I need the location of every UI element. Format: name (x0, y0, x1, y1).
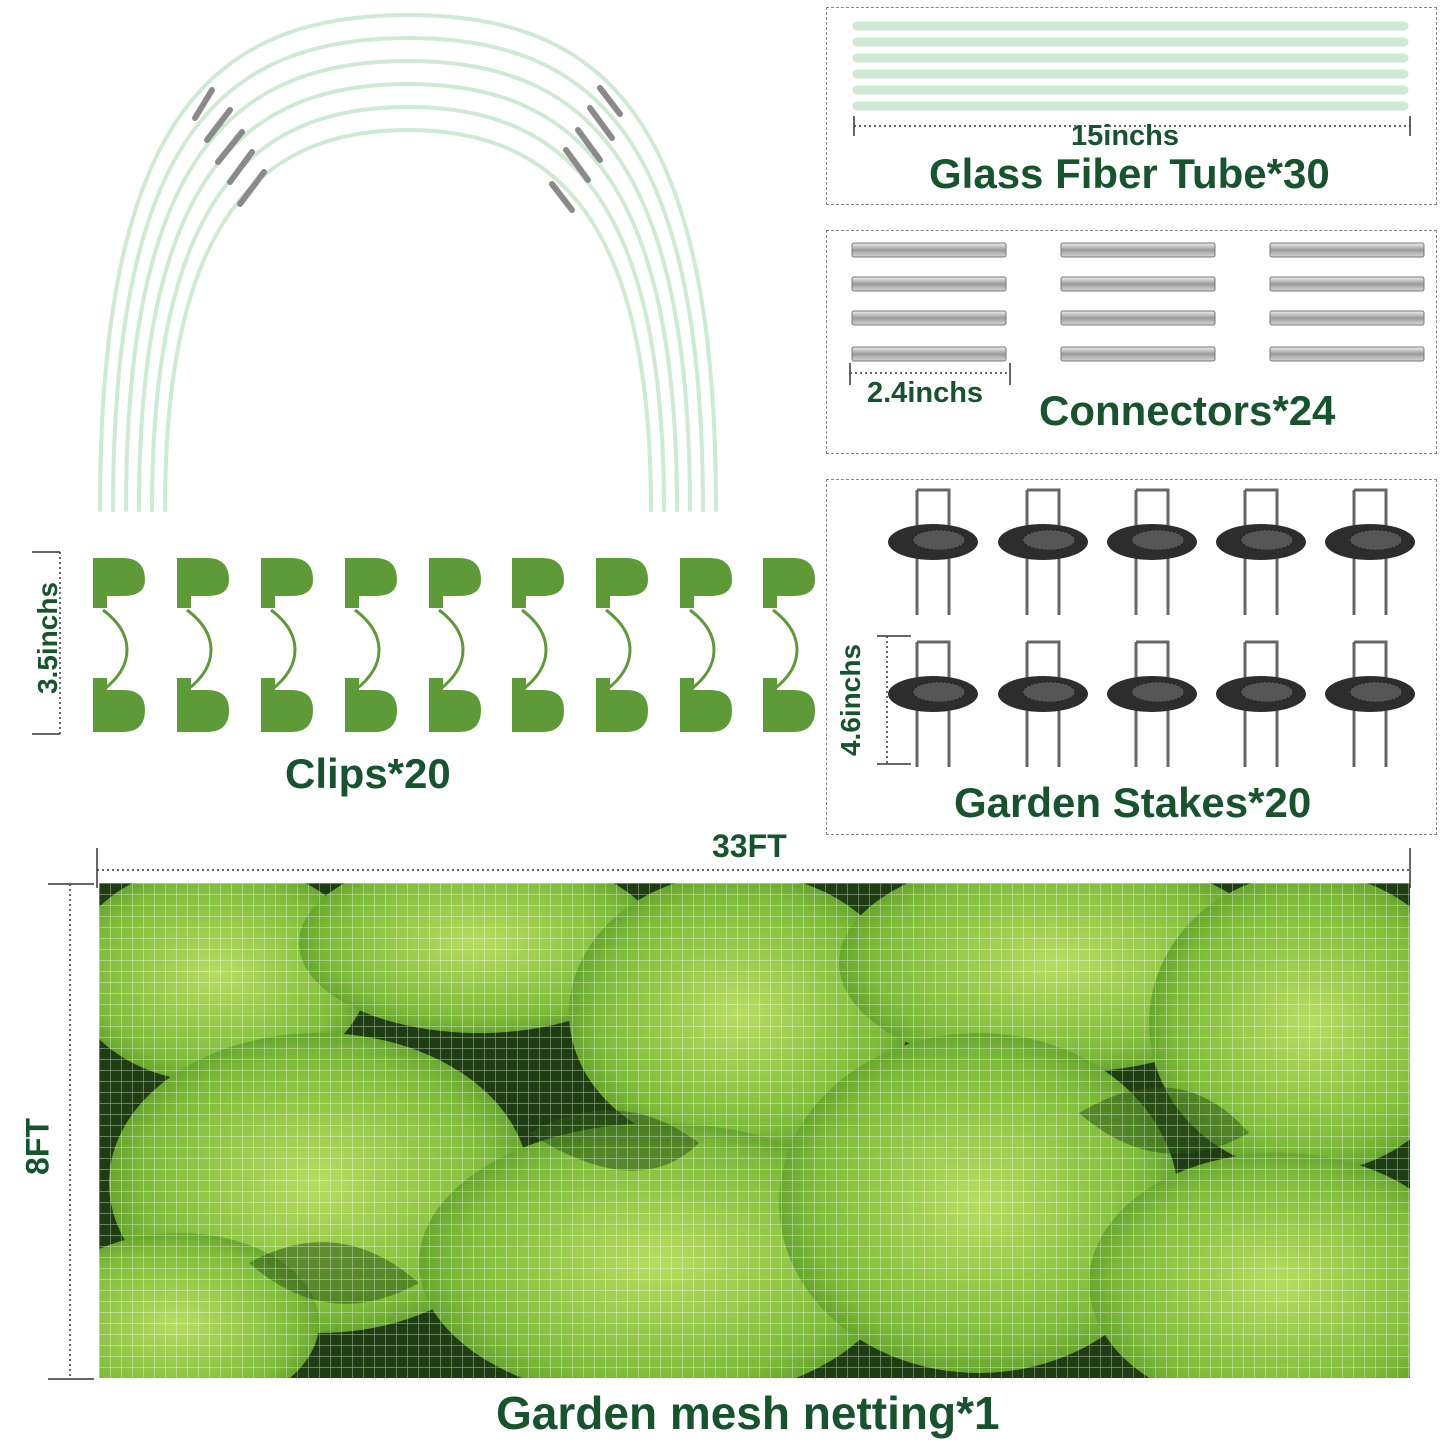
clips-illustration (32, 551, 817, 735)
stakes-panel: 4.6inchs Garden Stakes*20 (826, 479, 1437, 835)
netting-height: 8FT (19, 1118, 56, 1175)
connectors-title: Connectors*24 (1039, 387, 1336, 434)
fiber-tube-title: Glass Fiber Tube*30 (929, 150, 1330, 197)
hoop-arches-illustration (98, 12, 718, 512)
netting-height-dimension (48, 883, 94, 1380)
stakes-title: Garden Stakes*20 (954, 779, 1312, 826)
connectors-panel: 2.4inchs Connectors*24 (826, 230, 1437, 454)
fiber-tubes-illustration (852, 21, 1411, 136)
connectors-illustration (849, 242, 1425, 385)
connectors-length: 2.4inchs (867, 377, 984, 409)
fiber-tube-panel: 15inchs Glass Fiber Tube*30 (826, 7, 1437, 205)
netting-width: 33FT (712, 828, 787, 864)
clips-title: Clips*20 (285, 750, 451, 797)
fiber-tube-length: 15inchs (1071, 120, 1179, 152)
netting-photo (99, 883, 1410, 1378)
netting-width-dimension (96, 848, 1411, 888)
netting-title: Garden mesh netting*1 (496, 1387, 1000, 1439)
stakes-height: 4.6inchs (835, 643, 866, 757)
clips-height: 3.5inchs (32, 581, 63, 695)
stakes-illustration (877, 488, 1417, 769)
